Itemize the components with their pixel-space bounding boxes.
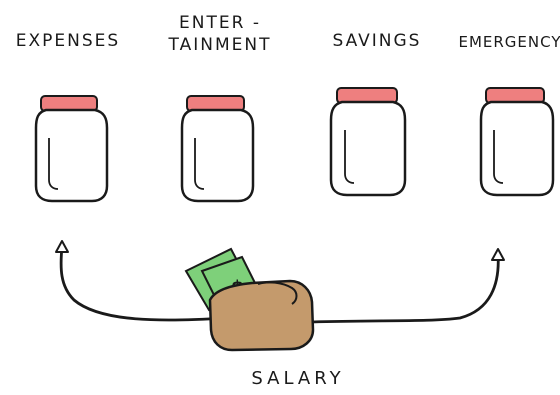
jar-label-entertainment-line1: ENTER - (150, 12, 290, 34)
jar-label-entertainment: ENTER - TAINMENT (150, 12, 290, 56)
jar-label-emergency: EMERGENCY (454, 31, 560, 53)
jar-label-expenses: EXPENSES (8, 30, 128, 52)
jar-entertainment (182, 96, 253, 201)
flow-line-right (312, 254, 498, 322)
wallet (210, 281, 313, 350)
jar-expenses-body (36, 110, 107, 201)
jar-label-savings: SAVINGS (322, 30, 432, 52)
jar-expenses (36, 96, 107, 201)
jar-emergency (481, 88, 553, 195)
jar-label-entertainment-line2: TAINMENT (150, 34, 290, 56)
jar-emergency-body (481, 102, 553, 195)
arrow-head-left (56, 241, 68, 252)
jar-savings (331, 88, 405, 195)
wallet-with-money: $ (186, 249, 313, 350)
jar-savings-body (331, 102, 405, 195)
salary-label: SALARY (243, 368, 353, 390)
jar-entertainment-body (182, 110, 253, 201)
arrow-head-right (492, 249, 504, 260)
